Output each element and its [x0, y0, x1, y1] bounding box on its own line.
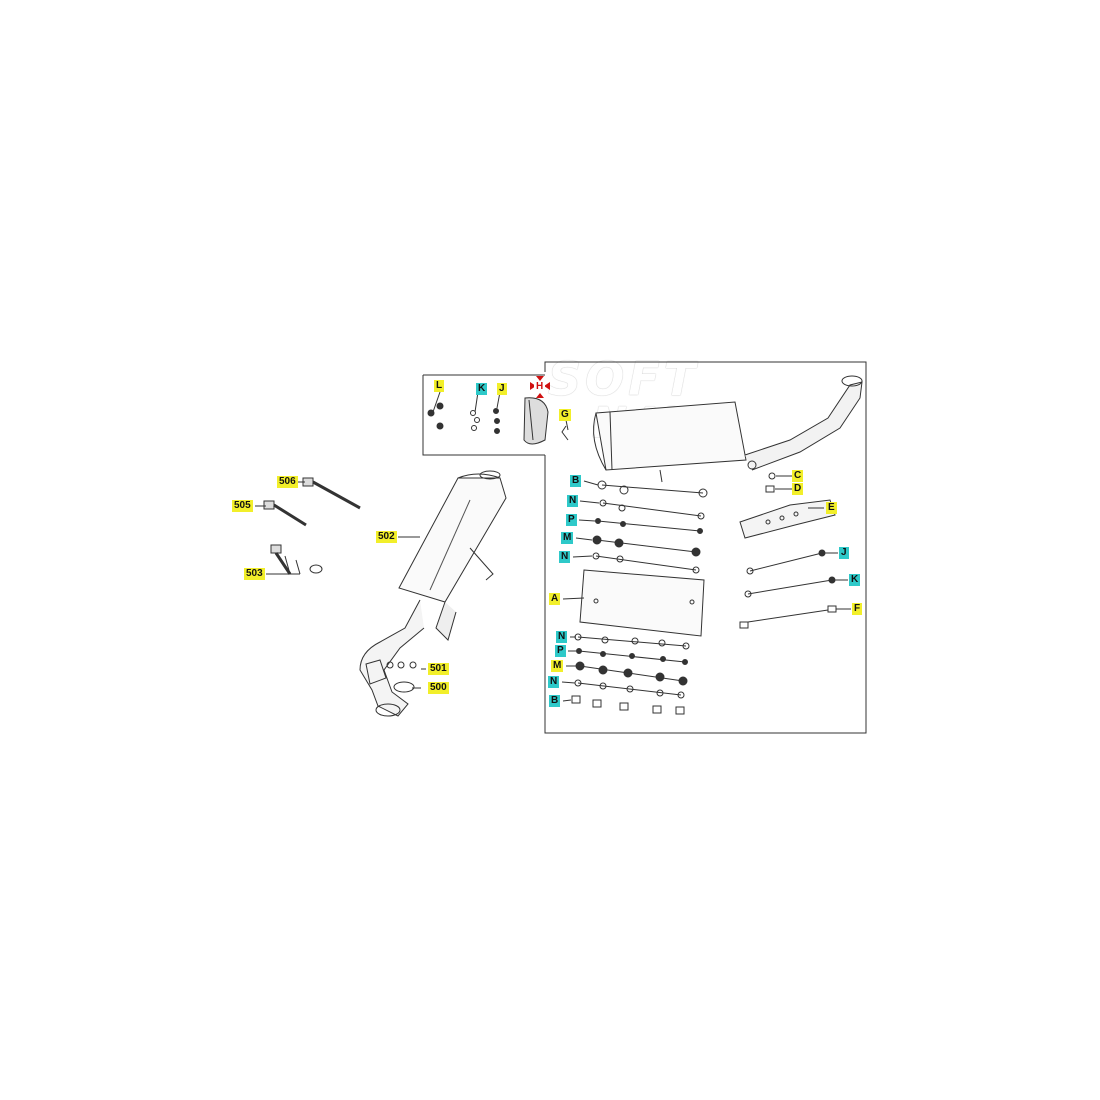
leader-lines [255, 475, 851, 702]
right-muffler [593, 375, 863, 483]
label-502: 502 [376, 531, 397, 543]
label-B-bot: B [549, 695, 561, 707]
label-J-right: J [839, 547, 849, 559]
right-hardware-top [592, 480, 708, 574]
label-C: C [792, 470, 804, 482]
label-501: 501 [428, 663, 449, 675]
label-K-right: K [849, 574, 861, 586]
label-M-top: M [561, 532, 574, 544]
label-N-mid: N [559, 551, 571, 563]
label-B-top: B [570, 475, 582, 487]
label-L-inset: L [434, 380, 445, 392]
right-hardware-bottom [571, 633, 690, 715]
h-indicator-arrows [530, 376, 550, 398]
inset-parts [427, 391, 569, 445]
label-M-low: M [551, 660, 564, 672]
label-N-top: N [567, 495, 579, 507]
label-506: 506 [277, 476, 298, 488]
label-505: 505 [232, 500, 253, 512]
label-H: H [534, 381, 546, 393]
label-P-top: P [566, 514, 577, 526]
label-F: F [852, 603, 863, 615]
label-K-inset: K [476, 383, 488, 395]
label-500: 500 [428, 682, 449, 694]
label-N-bot: N [548, 676, 560, 688]
label-P-low: P [555, 645, 566, 657]
inset-frame [422, 361, 867, 734]
left-muffler [359, 470, 507, 717]
label-N-low: N [556, 631, 568, 643]
watermark-top: SOFT [548, 352, 700, 406]
label-J-inset: J [497, 383, 507, 395]
label-G: G [559, 409, 571, 421]
label-E: E [826, 502, 837, 514]
label-A: A [549, 593, 561, 605]
label-503: 503 [244, 568, 265, 580]
left-bolts [263, 477, 417, 693]
heat-shield-plate [579, 569, 705, 637]
right-side-parts [739, 472, 837, 629]
label-D: D [792, 483, 804, 495]
